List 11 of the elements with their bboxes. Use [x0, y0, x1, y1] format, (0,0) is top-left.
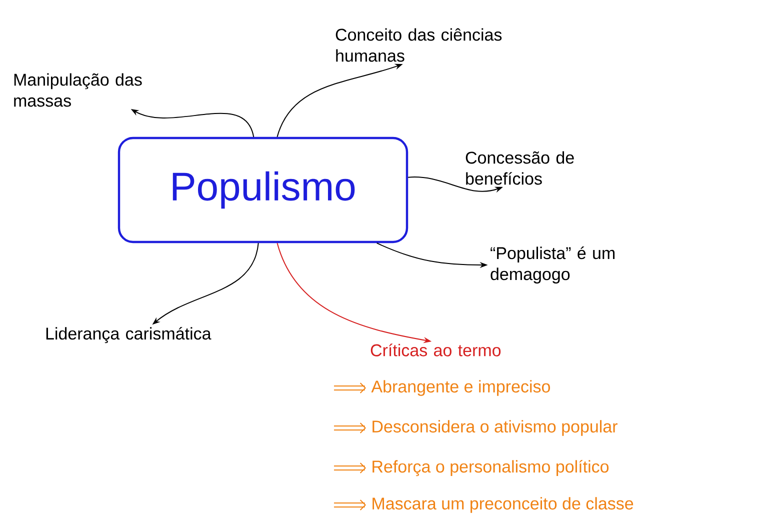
list-item: Desconsidera o ativismo popular: [372, 420, 618, 436]
list-item: Abrangente e impreciso: [371, 380, 550, 396]
concept-box: Populismo: [118, 136, 408, 244]
list-item: Mascara um preconceito de classe: [372, 497, 634, 513]
branch-text: “Populista” é um demagogo: [490, 246, 615, 284]
list-item: Reforça o personalismo político: [372, 460, 609, 476]
branch-text: Conceito das ciências humanas: [336, 28, 502, 62]
branch-text: Manipulação das massas: [14, 73, 142, 107]
branch-text: Liderança carismática: [46, 326, 212, 344]
heading-text: Críticas ao termo: [370, 344, 501, 356]
branch-text: Concessão de benefícios: [466, 151, 574, 185]
